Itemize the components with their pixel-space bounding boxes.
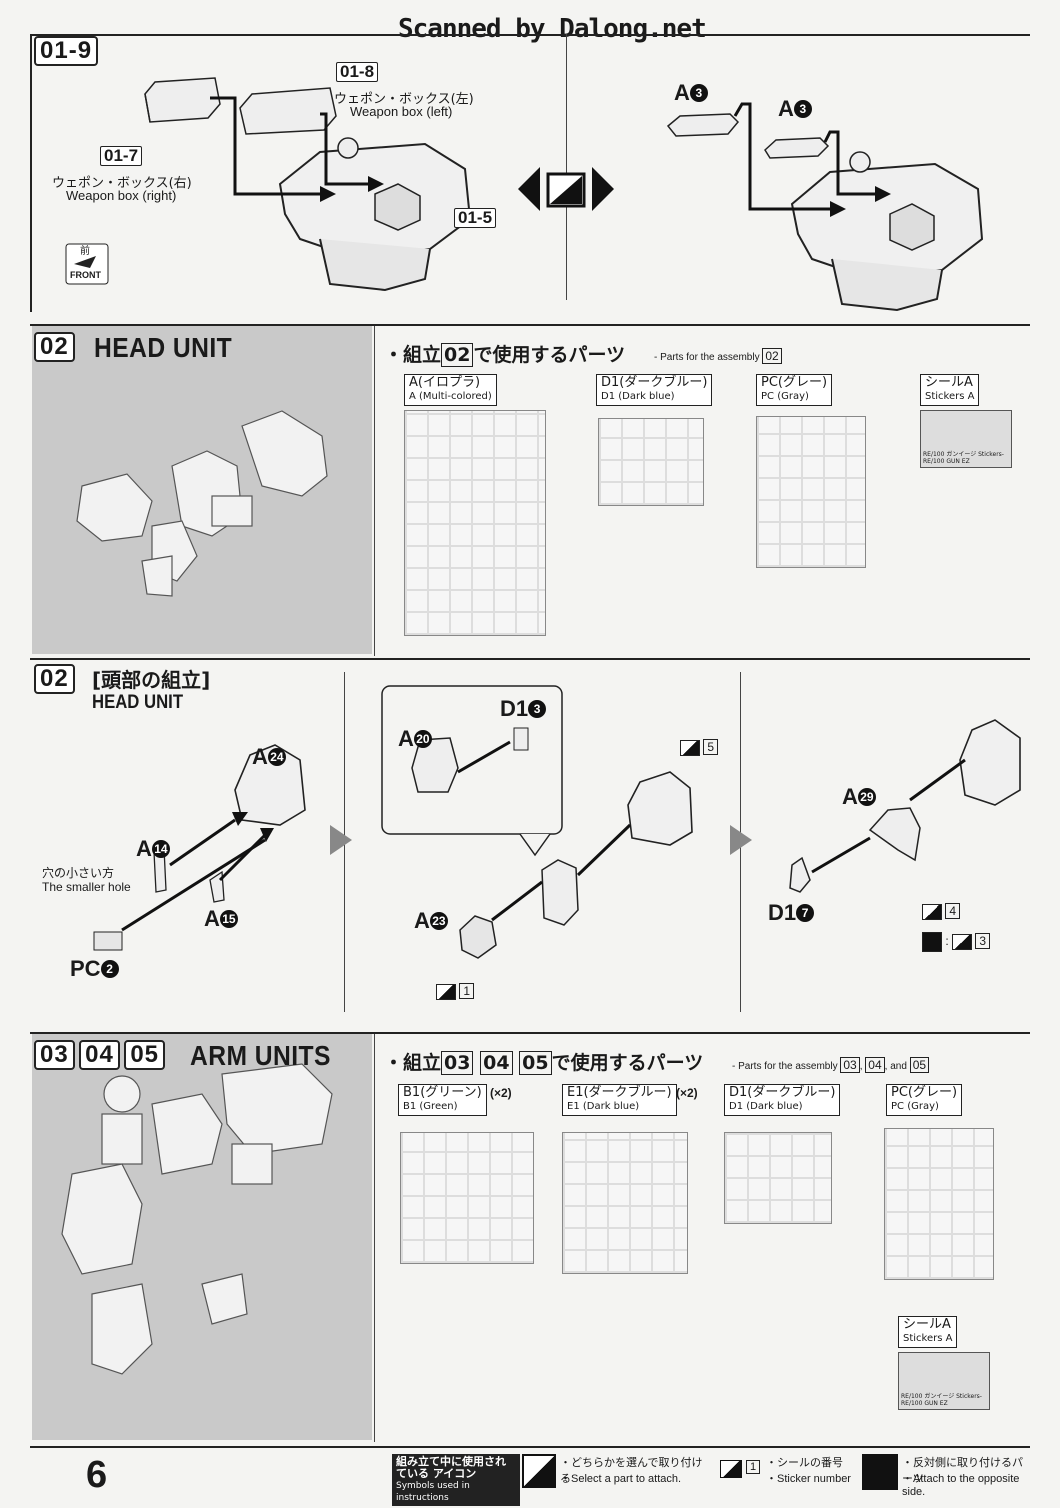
front-label-jp: 前 (80, 246, 90, 257)
ref-01-5: 01-5 (454, 208, 497, 228)
step-01-9: 01-9 (34, 36, 99, 66)
legend-sticker: 1 ・シールの番号 ・Sticker number (720, 1452, 860, 1490)
step01-9-illustration (65, 77, 984, 312)
step-05: 05 (124, 1040, 166, 1070)
sticker-icon (680, 740, 700, 756)
front-label-en: FRONT (70, 270, 101, 280)
runner-b1-label: B1(グリーン)B1 (Green) (398, 1084, 487, 1116)
step-04: 04 (79, 1040, 120, 1070)
smaller-hole-en: The smaller hole (42, 880, 131, 894)
parts-divider-1 (374, 326, 375, 656)
runner-e1-qty: (×2) (676, 1086, 698, 1100)
sticker-1: 1 (436, 983, 475, 1000)
step-02-parts: 02 (34, 332, 75, 362)
weapon-box-right-label-jp: ウェポン・ボックス(右) (52, 176, 192, 191)
smaller-hole-jp: 穴の小さい方 (42, 866, 115, 880)
icons-title: 組み立て中に使用されている アイコン Symbols used in instr… (392, 1454, 520, 1506)
legend-select: ・どちらかを選んで取り付ける ・Select a part to attach. (522, 1452, 712, 1490)
weapon-box-left-label-jp: ウェポン・ボックス(左) (334, 92, 474, 107)
page-number: 6 (86, 1454, 108, 1496)
runner-d1 (598, 418, 704, 506)
section1-divider (566, 34, 567, 300)
runner-b1 (400, 1132, 534, 1264)
runner-e1-label: E1(ダークブルー)E1 (Dark blue) (562, 1084, 677, 1116)
runner-pc (756, 416, 866, 568)
arm-units-title: ARM UNITS (190, 1040, 331, 1071)
runner-a-label: A(イロプラ)A (Multi-colored) (404, 374, 497, 406)
runner-pc-label: PC(グレー)PC (Gray) (756, 374, 833, 406)
front-direction-icon (65, 243, 109, 285)
runner-b1-qty: (×2) (490, 1086, 512, 1100)
parts-divider-2 (374, 1034, 375, 1442)
weapon-box-left-label-en: Weapon box (left) (350, 104, 453, 119)
sticker-5: 5 (680, 739, 719, 756)
rule-3 (30, 658, 1030, 660)
runner-e1 (562, 1132, 688, 1274)
weapon-box-right-label-en: Weapon box (right) (66, 188, 177, 203)
opposite-side-icon (922, 932, 942, 952)
watermark: Scanned by Dalong.net (398, 14, 707, 44)
sticker-3-opposite: : 3 (922, 932, 991, 952)
rule-2 (30, 324, 1030, 326)
head-unit-photo (32, 326, 372, 654)
sticker-sheet-a: RE/100 ガンイージ Stickers- RE/100 GUN EZ (920, 410, 1012, 468)
arm-step-boxes: 03 04 05 (34, 1040, 166, 1070)
sticker-icon (952, 934, 973, 950)
runner-d1-label: D1(ダークブルー)D1 (Dark blue) (596, 374, 713, 406)
head-assembly-illustration (93, 685, 1021, 959)
alt-part-a3-right (764, 137, 830, 159)
used-parts-en-02: - Parts for the assembly 02 (654, 348, 782, 364)
runner-pc-arm (884, 1128, 994, 1280)
head-assembly-title-en: HEAD UNIT (92, 692, 184, 713)
top-rule (30, 34, 1030, 36)
rule-4 (30, 1032, 1030, 1034)
head-unit-title: HEAD UNIT (94, 332, 233, 363)
ref-01-8: 01-8 (336, 62, 379, 82)
torso-block-left (278, 137, 472, 292)
head-assembly-title-jp: [頭部の組立] (92, 668, 211, 692)
sticker-icon (922, 904, 942, 920)
used-parts-en-03: - Parts for the assembly 03, 04, and 05 (732, 1057, 930, 1073)
arm-units-photo (32, 1034, 372, 1440)
runner-d1-arm (724, 1132, 832, 1224)
runner-pc-arm-label: PC(グレー)PC (Gray) (886, 1084, 963, 1116)
weapon-box-right-part (144, 77, 221, 123)
opposite-side-icon (862, 1454, 898, 1490)
sticker-4: 4 (922, 903, 961, 920)
section1-left-rule (30, 34, 32, 312)
step-03: 03 (34, 1040, 75, 1070)
sticker-sheet-a-arm: RE/100 ガンイージ Stickers- RE/100 GUN EZ (898, 1352, 990, 1410)
select-part-icon (522, 1454, 556, 1488)
sticker-icon (436, 984, 456, 1000)
legend-opposite: ・反対側に取り付けるパーツ ・Attach to the opposite si… (862, 1452, 1032, 1498)
runner-a (404, 410, 546, 636)
alt-part-a3-left (666, 113, 740, 137)
weapon-box-left-part (239, 87, 337, 135)
ref-01-7: 01-7 (100, 146, 143, 166)
step-02-assembly: 02 (34, 664, 75, 694)
footer-rule (30, 1446, 1030, 1448)
torso-block-right (790, 151, 984, 312)
select-part-icon (518, 167, 614, 211)
runner-d1-arm-label: D1(ダークブルー)D1 (Dark blue) (724, 1084, 841, 1116)
sticker-icon (720, 1460, 742, 1478)
